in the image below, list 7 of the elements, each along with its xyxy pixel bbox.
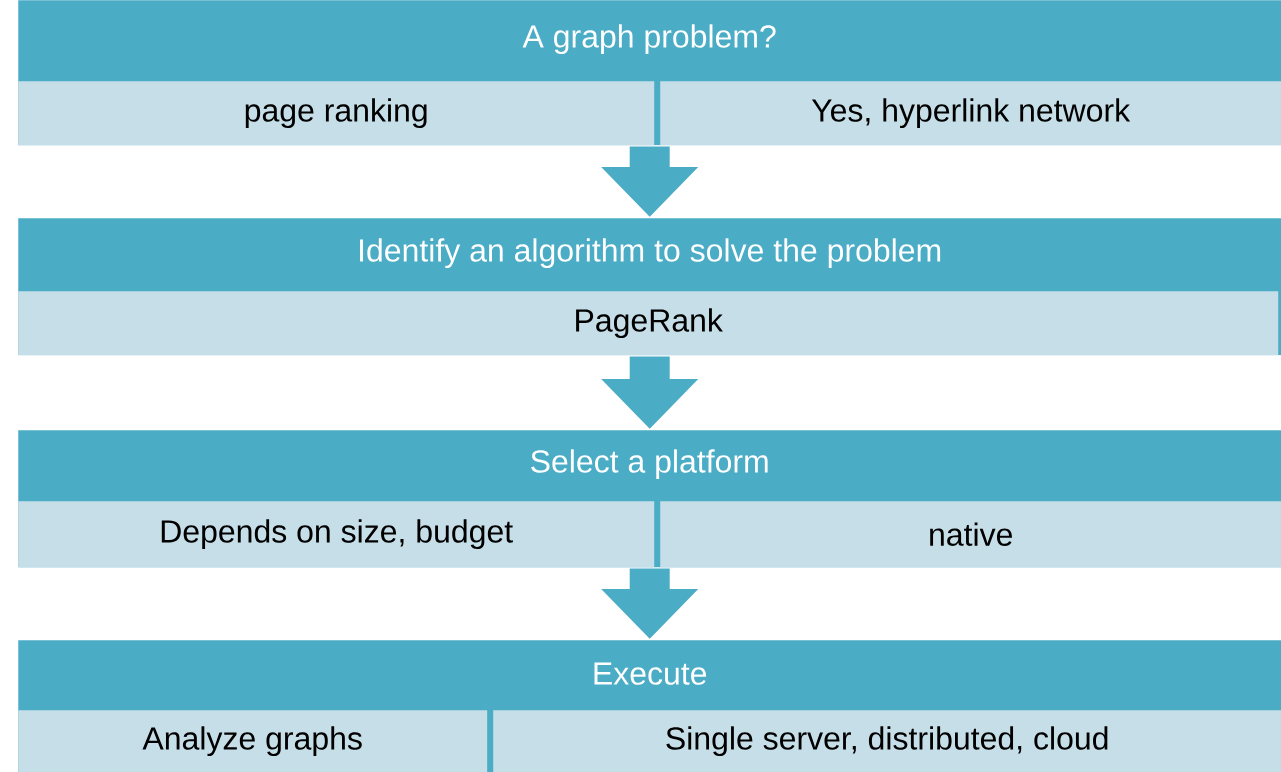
table-cell: Analyze graphs [18, 710, 488, 772]
table-cell: native [660, 501, 1281, 568]
table-cell: Single server, distributed, cloud [493, 710, 1281, 772]
table-cell: PageRank [18, 291, 1279, 356]
table-cell: Yes, hyperlink network [660, 81, 1281, 146]
table-cell: Depends on size, budget [18, 501, 655, 568]
table-cell: page ranking [18, 81, 655, 146]
